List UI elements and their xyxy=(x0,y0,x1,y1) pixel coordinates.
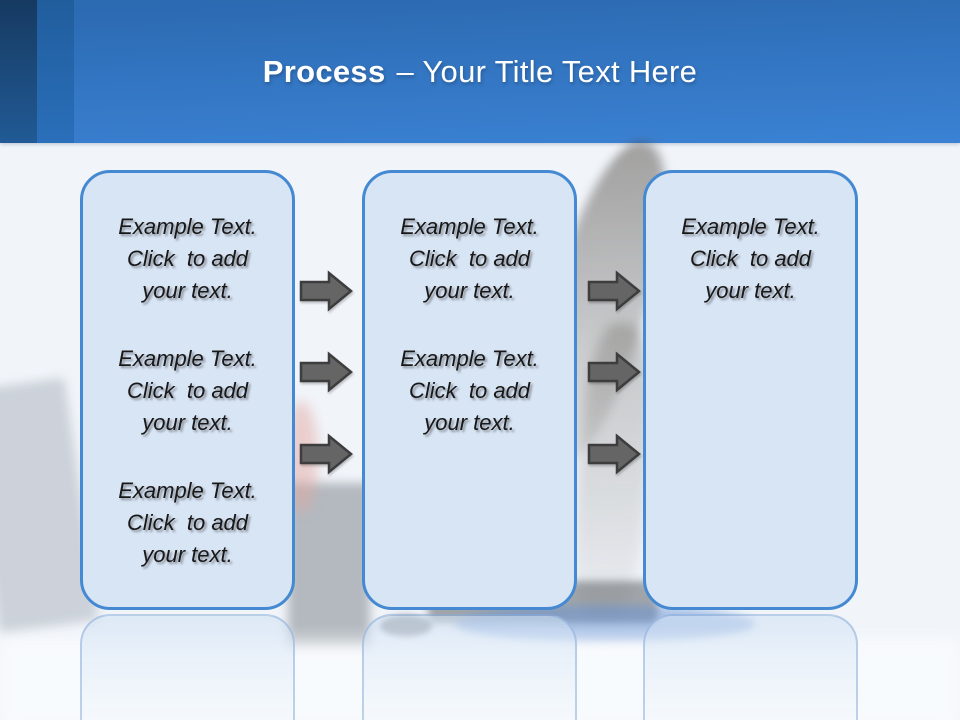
text-line: your text. xyxy=(142,278,233,303)
text-line: Example Text. xyxy=(681,214,820,239)
process-box-3: Example Text. Click to add your text. xyxy=(643,170,858,610)
header-stripe-dark xyxy=(0,0,37,143)
arrow-right-icon xyxy=(299,433,353,475)
text-line: your text. xyxy=(142,410,233,435)
process-box-1: Example Text. Click to add your text. Ex… xyxy=(80,170,295,610)
text-line: Click to add xyxy=(689,246,812,271)
title-bold: Process xyxy=(262,53,386,89)
arrow-right-icon xyxy=(587,270,641,312)
text-line: Click to add xyxy=(126,246,249,271)
text-line: Click to add xyxy=(408,378,531,403)
box-2-reflection xyxy=(362,614,577,720)
arrow-right-icon xyxy=(587,433,641,475)
arrow-right-icon xyxy=(299,270,353,312)
photo-laptop-shape xyxy=(288,483,370,648)
text-line: Example Text. xyxy=(118,478,257,503)
text-line: Click to add xyxy=(408,246,531,271)
text-line: Example Text. xyxy=(118,346,257,371)
text-line: Example Text. xyxy=(400,346,539,371)
process-box-2: Example Text. Click to add your text. Ex… xyxy=(362,170,577,610)
text-line: Click to add xyxy=(126,378,249,403)
text-placeholder[interactable]: Example Text. Click to add your text. xyxy=(400,343,539,439)
box-1-reflection xyxy=(80,614,295,720)
arrow-right-icon xyxy=(299,351,353,393)
text-placeholder[interactable]: Example Text. Click to add your text. xyxy=(681,211,820,307)
arrow-right-icon xyxy=(587,351,641,393)
text-line: your text. xyxy=(424,278,515,303)
box-3-reflection xyxy=(643,614,858,720)
title-rest: – Your Title Text Here xyxy=(396,53,698,89)
text-placeholder[interactable]: Example Text. Click to add your text. xyxy=(118,475,257,571)
box-2-content: Example Text. Click to add your text. Ex… xyxy=(365,173,574,475)
text-line: your text. xyxy=(424,410,515,435)
text-line: Click to add xyxy=(126,510,249,535)
text-placeholder[interactable]: Example Text. Click to add your text. xyxy=(400,211,539,307)
box-3-content: Example Text. Click to add your text. xyxy=(646,173,855,343)
header-stripe-medium xyxy=(37,0,74,143)
header-band xyxy=(0,0,960,143)
text-line: Example Text. xyxy=(118,214,257,239)
text-line: Example Text. xyxy=(400,214,539,239)
slide-title: Process – Your Title Text Here xyxy=(0,0,960,143)
text-line: your text. xyxy=(142,542,233,567)
text-line: your text. xyxy=(705,278,796,303)
box-1-content: Example Text. Click to add your text. Ex… xyxy=(83,173,292,607)
text-placeholder[interactable]: Example Text. Click to add your text. xyxy=(118,211,257,307)
text-placeholder[interactable]: Example Text. Click to add your text. xyxy=(118,343,257,439)
